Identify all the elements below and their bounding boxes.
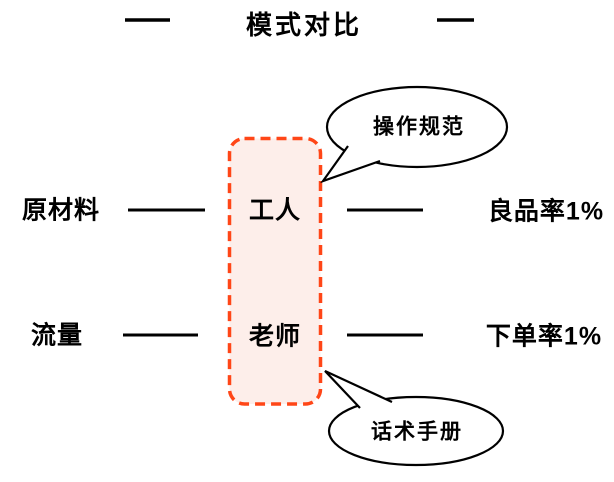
outcome-label-order-rate: 下单率1% [485, 322, 603, 351]
callout-bottom-ellipse [327, 395, 505, 467]
callout-top-bubble [320, 85, 509, 184]
role-label-teacher: 老师 [248, 322, 302, 351]
input-label-traffic: 流量 [30, 321, 84, 350]
page-title: 模式对比 [245, 10, 363, 40]
callout-bottom-label: 话术手册 [371, 420, 463, 444]
callout-top-label: 操作规范 [373, 115, 465, 139]
callout-top-tail [320, 145, 381, 184]
role-label-worker: 工人 [248, 196, 302, 225]
callout-bottom-tail [324, 370, 393, 409]
center-comparison-box [227, 136, 323, 406]
input-label-raw-material: 原材料 [21, 196, 101, 225]
outcome-label-yield-rate: 良品率1% [487, 197, 605, 226]
callout-top-ellipse [325, 85, 509, 169]
callout-bottom-bubble [324, 370, 505, 467]
